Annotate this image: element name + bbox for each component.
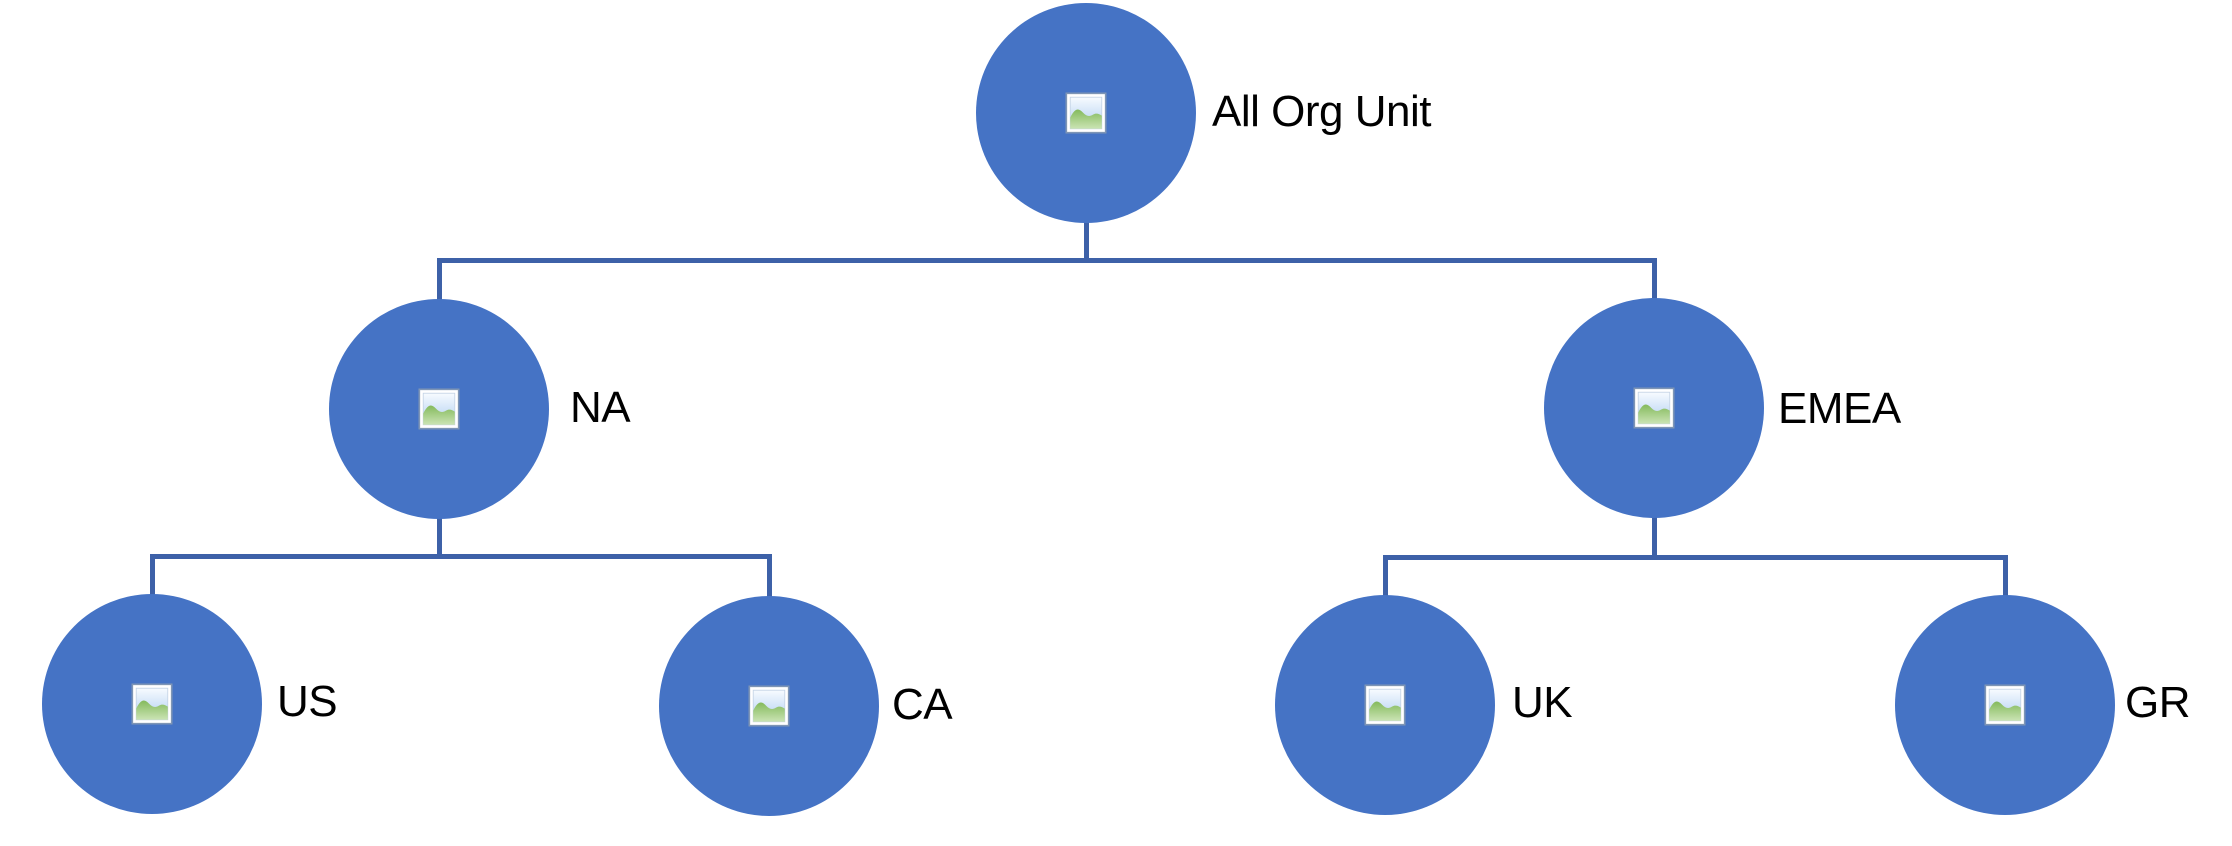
picture-icon bbox=[1066, 93, 1107, 134]
node-circle[interactable] bbox=[1895, 595, 2115, 815]
connector-drop-emea bbox=[1652, 258, 1657, 305]
node-label: UK bbox=[1512, 678, 1573, 727]
node-label: GR bbox=[2125, 678, 2191, 727]
node-label: CA bbox=[892, 680, 953, 729]
picture-icon bbox=[419, 389, 460, 430]
node-circle[interactable] bbox=[1544, 298, 1764, 518]
connector-root-stub bbox=[1084, 219, 1089, 263]
node-circle[interactable] bbox=[1275, 595, 1495, 815]
connector-level1-horizontal bbox=[437, 258, 1657, 263]
node-label: US bbox=[277, 677, 338, 726]
node-label: NA bbox=[570, 383, 631, 432]
connector-level2-emea-horizontal bbox=[1383, 555, 2008, 560]
node-circle[interactable] bbox=[976, 3, 1196, 223]
node-circle[interactable] bbox=[42, 594, 262, 814]
connector-na-stub bbox=[437, 513, 442, 559]
connector-drop-ca bbox=[767, 554, 772, 602]
picture-icon bbox=[1985, 685, 2026, 726]
picture-icon bbox=[749, 686, 790, 727]
connector-emea-stub bbox=[1652, 512, 1657, 559]
node-label: All Org Unit bbox=[1212, 87, 1431, 136]
connector-level2-na-horizontal bbox=[150, 554, 772, 559]
connector-drop-na bbox=[437, 258, 442, 306]
connector-drop-uk bbox=[1383, 555, 1388, 601]
node-label: EMEA bbox=[1778, 384, 1901, 433]
node-circle[interactable] bbox=[659, 596, 879, 816]
picture-icon bbox=[132, 684, 173, 725]
connector-drop-us bbox=[150, 554, 155, 600]
picture-icon bbox=[1365, 685, 1406, 726]
picture-icon bbox=[1634, 388, 1675, 429]
connector-drop-gr bbox=[2003, 555, 2008, 601]
node-circle[interactable] bbox=[329, 299, 549, 519]
